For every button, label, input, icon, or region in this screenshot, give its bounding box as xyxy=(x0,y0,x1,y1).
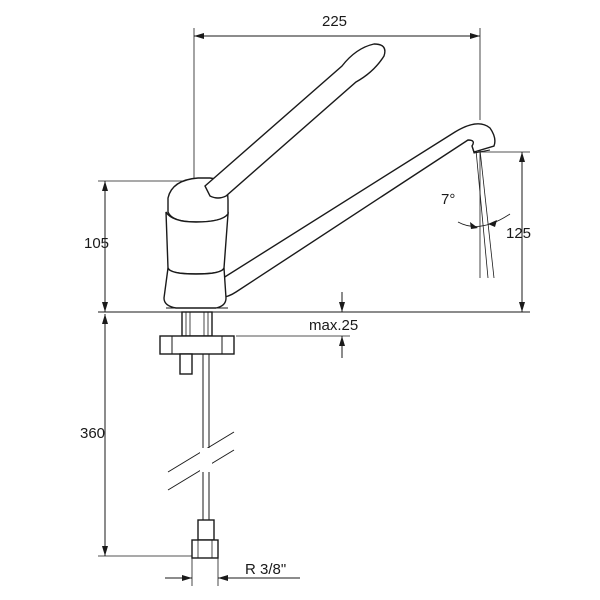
dimension-225 xyxy=(193,28,481,180)
label-7-degree: 7° xyxy=(441,191,456,208)
dimension-105 xyxy=(98,180,192,312)
arrow-left-icon xyxy=(218,575,228,581)
arrow-down-icon xyxy=(519,302,525,312)
label-360: 360 xyxy=(80,425,106,442)
label-125: 125 xyxy=(506,225,532,242)
flexible-hose xyxy=(167,354,235,559)
lever-arm xyxy=(204,43,386,199)
mixer-base xyxy=(163,267,227,309)
angle-arrow-left-icon xyxy=(470,222,478,229)
label-max25: max.25 xyxy=(309,317,359,334)
hose-ferrule xyxy=(197,519,215,541)
mixer-body xyxy=(163,177,229,309)
arrow-up-icon xyxy=(339,336,345,346)
angle-inclined-line xyxy=(479,149,495,279)
arrow-up-icon xyxy=(102,181,108,191)
angle-arc xyxy=(457,213,511,227)
stud xyxy=(179,353,193,375)
angle-arrow-right-icon xyxy=(488,220,497,227)
dimension-360 xyxy=(98,314,192,557)
spout-outlet xyxy=(471,145,491,154)
mounting-shank xyxy=(159,311,235,375)
arrow-down-icon xyxy=(102,302,108,312)
dimension-max25 xyxy=(236,292,350,358)
arrow-right-icon xyxy=(470,33,480,39)
arrow-up-icon xyxy=(102,314,108,324)
jet-line xyxy=(475,149,489,279)
dimension-thread xyxy=(165,558,300,586)
threaded-shank xyxy=(181,311,213,337)
label-105: 105 xyxy=(84,235,110,252)
arrow-down-icon xyxy=(102,546,108,556)
mixer-mid xyxy=(165,209,229,275)
spout xyxy=(211,123,496,299)
label-thread: R 3/8" xyxy=(245,561,287,578)
arrow-right-icon xyxy=(182,575,192,581)
label-225: 225 xyxy=(322,13,348,30)
arrow-up-icon xyxy=(519,152,525,162)
lever-handle xyxy=(204,43,386,199)
mounting-nut-plate xyxy=(159,335,235,355)
arrow-left-icon xyxy=(194,33,204,39)
break-gap xyxy=(200,448,212,472)
dimension-125 xyxy=(478,151,530,312)
angle-7-degree xyxy=(457,149,511,279)
hose-fitting-nut xyxy=(191,539,219,559)
arrow-down-icon xyxy=(339,302,345,312)
